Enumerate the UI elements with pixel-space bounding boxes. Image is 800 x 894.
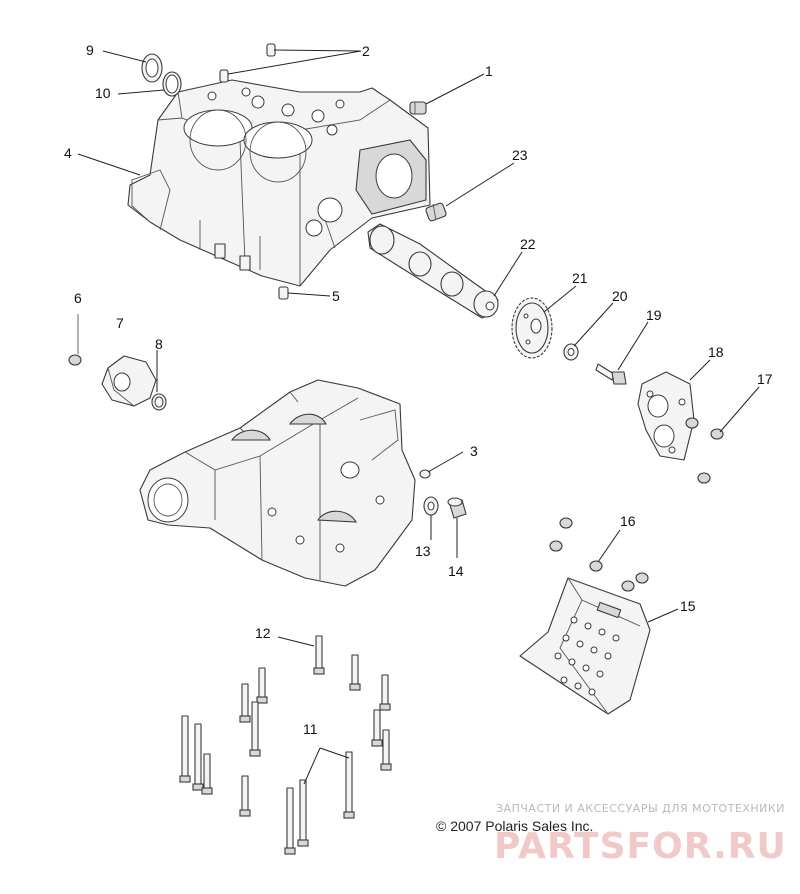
callout-14: 14	[448, 563, 464, 579]
upper-crankcase	[127, 79, 431, 287]
plug-1	[409, 101, 427, 115]
callout-3: 3	[470, 443, 478, 459]
callout-9: 9	[86, 42, 94, 58]
lower-crankcase	[139, 379, 416, 587]
callout-15: 15	[680, 598, 696, 614]
callout-6: 6	[74, 290, 82, 306]
seal-9	[141, 53, 163, 83]
housing-7	[101, 355, 157, 407]
copyright-notice: © 2007 Polaris Sales Inc.	[436, 818, 593, 834]
callout-13: 13	[415, 543, 431, 559]
leader-lines	[77, 49, 760, 785]
o-ring-10	[162, 71, 182, 97]
bolts-16	[549, 517, 649, 592]
callout-22: 22	[520, 236, 536, 252]
screw-6	[68, 314, 82, 366]
callout-4: 4	[64, 145, 72, 161]
callout-5: 5	[332, 288, 340, 304]
callout-numbers: 1 2 3 4 5 6 7 8 9 10 11 12 13 14 15 16 1…	[64, 42, 773, 737]
bolt-long	[313, 635, 325, 675]
plug-14	[447, 497, 467, 519]
watermark-tagline: ЗАПЧАСТИ И АКСЕССУАРЫ ДЛЯ МОТОТЕХНИКИ	[496, 802, 785, 815]
callout-8: 8	[155, 336, 163, 352]
callout-20: 20	[612, 288, 628, 304]
callout-21: 21	[572, 270, 588, 286]
callout-7: 7	[116, 315, 124, 331]
cover-plate-18	[637, 371, 695, 461]
callout-17: 17	[757, 371, 773, 387]
washer-20	[563, 343, 579, 361]
callout-2: 2	[362, 43, 370, 59]
cam-gear-21	[511, 297, 553, 359]
callout-12: 12	[255, 625, 271, 641]
callout-19: 19	[646, 307, 662, 323]
plug-23	[425, 202, 447, 222]
crankcase-bolts-11-12	[179, 635, 392, 855]
bolt-19	[595, 363, 627, 385]
dowel-pins-2	[219, 43, 276, 83]
callout-18: 18	[708, 344, 724, 360]
callout-11: 11	[303, 721, 318, 737]
callout-23: 23	[512, 147, 528, 163]
callout-10: 10	[95, 85, 111, 101]
o-ring-3	[419, 469, 431, 479]
camshaft-22	[367, 223, 499, 319]
callout-16: 16	[620, 513, 636, 529]
callout-1: 1	[485, 63, 493, 79]
o-ring-8	[151, 393, 167, 411]
watermark-brand: PARTSFOR.RU	[494, 826, 787, 867]
washer-13	[423, 496, 439, 516]
dowel-5	[278, 286, 289, 300]
skid-plate-15	[519, 577, 651, 715]
screws-17	[685, 417, 724, 484]
